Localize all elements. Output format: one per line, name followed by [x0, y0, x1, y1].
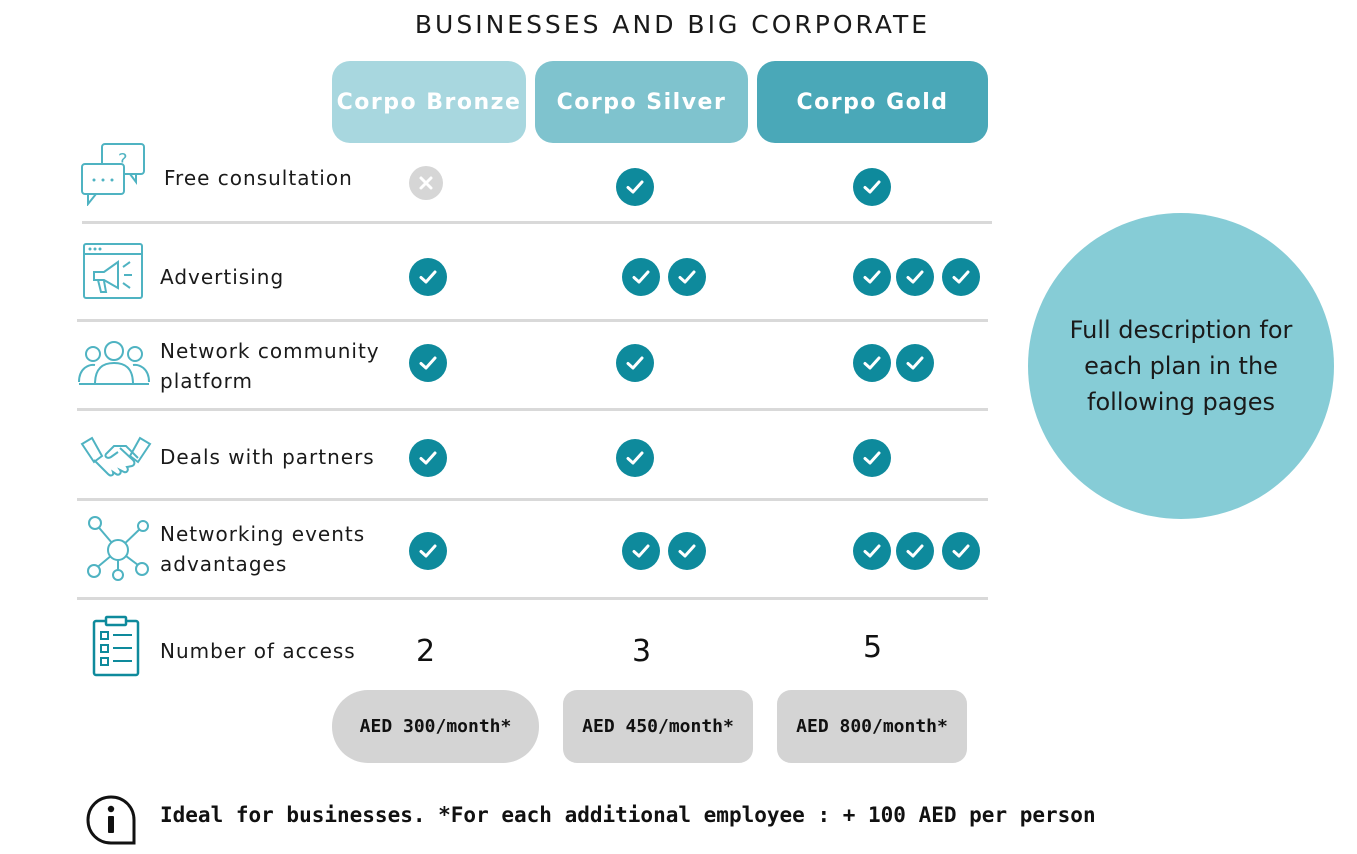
check-icon: [616, 168, 654, 206]
check-icon: [853, 168, 891, 206]
access-count-gold: 5: [863, 630, 883, 665]
check-icon: [853, 258, 891, 296]
check-icon: [668, 258, 706, 296]
row-divider: [77, 319, 988, 322]
info-icon: [86, 795, 136, 845]
access-count-silver: 3: [632, 634, 652, 669]
check-icon: [853, 532, 891, 570]
plan-header-silver: Corpo Silver: [535, 61, 748, 143]
price-gold: AED 800/month*: [777, 690, 967, 763]
row-divider: [77, 597, 988, 600]
page-title: BUSINESSES AND BIG CORPORATE: [414, 10, 931, 39]
access-count-bronze: 2: [416, 634, 436, 669]
check-icon: [409, 439, 447, 477]
price-bronze: AED 300/month*: [332, 690, 539, 763]
check-icon: [896, 532, 934, 570]
row-divider: [77, 498, 988, 501]
plan-header-bronze: Corpo Bronze: [332, 61, 526, 143]
check-icon: [616, 344, 654, 382]
megaphone-browser-icon: [83, 243, 143, 299]
clipboard-checklist-icon: [92, 615, 140, 677]
feature-label-networking-events: Networking events advantages: [160, 522, 366, 576]
check-icon: [853, 439, 891, 477]
check-icon: [409, 344, 447, 382]
svg-text:?: ?: [118, 150, 128, 171]
plan-header-gold: Corpo Gold: [757, 61, 988, 143]
check-icon: [616, 439, 654, 477]
plan-description-text: Full description for each plan in the fo…: [1069, 316, 1293, 416]
check-icon: [622, 258, 660, 296]
check-icon: [409, 258, 447, 296]
row-divider: [82, 221, 992, 224]
check-icon: [853, 344, 891, 382]
check-icon: [942, 258, 980, 296]
row-divider: [77, 408, 988, 411]
check-icon: [622, 532, 660, 570]
price-silver: AED 450/month*: [563, 690, 753, 763]
check-icon: [896, 344, 934, 382]
feature-label-network-community: Network community platform: [160, 339, 380, 393]
plan-description-circle: Full description for each plan in the fo…: [1028, 213, 1334, 519]
network-nodes-icon: [87, 516, 149, 581]
people-group-icon: [78, 341, 150, 385]
feature-label-number-of-access: Number of access: [160, 639, 356, 663]
feature-label-free-consultation: Free consultation: [164, 166, 353, 190]
feature-label-advertising: Advertising: [160, 265, 285, 289]
cross-icon: [409, 166, 443, 200]
check-icon: [668, 532, 706, 570]
check-icon: [942, 532, 980, 570]
handshake-icon: [80, 436, 152, 477]
footer-note: Ideal for businesses. *For each addition…: [160, 803, 1096, 827]
feature-label-deals-partners: Deals with partners: [160, 445, 375, 469]
chat-bubbles-question-icon: ?: [81, 143, 145, 206]
check-icon: [409, 532, 447, 570]
check-icon: [896, 258, 934, 296]
